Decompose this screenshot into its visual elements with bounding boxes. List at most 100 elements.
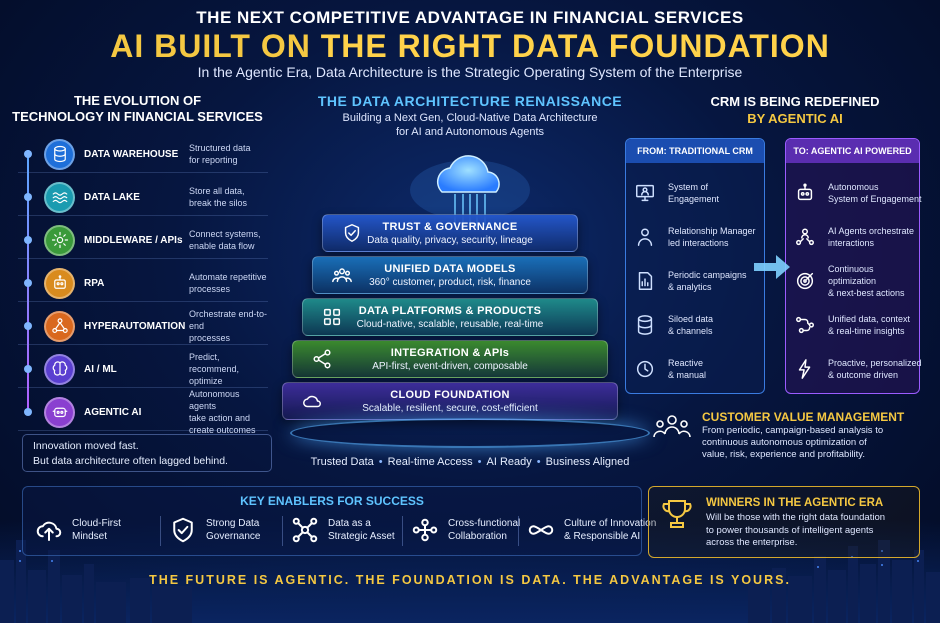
- pillar-label: Business Aligned: [545, 456, 630, 468]
- layer-title: TRUST & GOVERNANCE: [382, 220, 518, 233]
- cvm-line-2: continuous autonomous optimization of: [702, 437, 867, 448]
- evolution-item-description: Store all data, break the silos: [189, 185, 268, 209]
- header-title-part-1: AI BUILT ON: [110, 28, 321, 64]
- evolution-item-name: DATA WAREHOUSE: [84, 148, 179, 160]
- evolution-item-description-line: break the silos: [189, 198, 248, 208]
- layer-title: INTEGRATION & APIs: [390, 346, 510, 359]
- evolution-item-description-line: Predict, recommend,: [189, 352, 240, 374]
- crm-item-line-2: & manual: [668, 370, 707, 380]
- network-icon: [51, 318, 68, 333]
- crm-item-text: Proactive, personalized & outcome driven: [828, 357, 922, 381]
- enabler-line-1: Cloud-First: [72, 518, 121, 529]
- crm-item-line-2: & outcome driven: [828, 370, 899, 380]
- evolution-note-line-2: But data architecture often lagged behin…: [33, 455, 228, 467]
- timeline-dot: [24, 279, 32, 287]
- timeline-dot: [24, 322, 32, 330]
- evolution-item-description-line: Structured data: [189, 143, 251, 153]
- enabler-separator: [282, 516, 283, 546]
- robot-icon: [797, 183, 813, 201]
- clock-icon: [636, 360, 654, 378]
- enabler-line-2: Collaboration: [448, 531, 507, 542]
- evolution-item-name: DATA LAKE: [84, 191, 140, 203]
- crm-item-line-2: & real-time insights: [828, 326, 905, 336]
- trophy-icon: [662, 500, 692, 528]
- crm-item-text: Siloed data & channels: [668, 313, 713, 337]
- pillar-separator: •: [477, 456, 482, 468]
- renaissance-title: THE DATA ARCHITECTURE RENAISSANCE: [317, 93, 623, 109]
- database-icon: [53, 145, 66, 163]
- layer-description: API-first, event-driven, composable: [372, 360, 528, 372]
- pillar-separator: •: [536, 456, 541, 468]
- key-enablers-title: KEY ENABLERS FOR SUCCESS: [240, 494, 424, 508]
- crm-item-line-1: Autonomous: [828, 182, 879, 192]
- cvm-title: CUSTOMER VALUE MANAGEMENT: [702, 410, 905, 424]
- crm-item: Periodic campaigns& analytics: [634, 261, 762, 301]
- document-chart-icon: [638, 272, 653, 290]
- enabler-separator: [518, 516, 519, 546]
- evolution-item-description-line: Store all data,: [189, 186, 245, 196]
- layer-description: 360° customer, product, risk, finance: [369, 276, 531, 288]
- enabler-line-1: Strong Data: [206, 518, 260, 529]
- layer-icon: [341, 222, 363, 244]
- crm-item-line-2: interactions: [828, 238, 875, 248]
- header-title-part-2: THE RIGHT DATA FOUNDATION: [320, 28, 830, 64]
- crm-item: Continuous optimization& next-best actio…: [794, 261, 922, 301]
- pillar-label: AI Ready: [486, 456, 532, 468]
- crm-item-line-2: & channels: [668, 326, 713, 336]
- winners-line-1: Will be those with the right data founda…: [706, 512, 886, 523]
- database-icon: [637, 315, 653, 335]
- evolution-item-description: Predict, recommend, optimize: [189, 351, 268, 387]
- enabler-line-1: Culture of Innovation: [564, 518, 657, 529]
- winners-title: WINNERS IN THE AGENTIC ERA: [706, 497, 884, 509]
- crm-item-line-1: Proactive, personalized: [828, 358, 922, 368]
- layer-title: CLOUD FOUNDATION: [390, 388, 510, 401]
- header-subtitle: In the Agentic Era, Data Architecture is…: [197, 64, 743, 80]
- evolution-item-description-line: optimize: [189, 376, 223, 386]
- layer-title: DATA PLATFORMS & PRODUCTS: [358, 304, 542, 317]
- customer-group-icon: [653, 415, 691, 438]
- gear-icon: [51, 231, 68, 249]
- evolution-item-description-line: processes: [189, 333, 231, 343]
- layer-description: Cloud-native, scalable, reusable, real-t…: [356, 318, 544, 330]
- people-icon: [332, 268, 352, 283]
- crm-item-line-1: Periodic campaigns: [668, 270, 747, 280]
- enabler-text: Culture of Innovation& Responsible AI: [564, 517, 656, 543]
- key-enablers-panel: [22, 486, 642, 556]
- robot-icon: [53, 275, 66, 289]
- shield-icon: [344, 224, 360, 242]
- evolution-icon-badge: [44, 224, 75, 256]
- header-title: AI BUILT ON THE RIGHT DATA FOUNDATION: [0, 28, 940, 65]
- evolution-item-description-line: Automate repetitive: [189, 272, 267, 282]
- crm-item: Proactive, personalized & outcome driven: [794, 349, 922, 389]
- flow-icon: [796, 316, 814, 334]
- enabler-separator: [160, 516, 161, 546]
- enabler-line-2: Mindset: [72, 531, 108, 542]
- enabler-item: Culture of Innovation& Responsible AI: [526, 510, 656, 550]
- timeline-dot: [24, 150, 32, 158]
- team-icon: [412, 518, 438, 542]
- renaissance-subtitle-line-2: for AI and Autonomous Agents: [396, 126, 544, 138]
- target-icon: [796, 272, 814, 290]
- crm-item: Reactive& manual: [634, 349, 762, 389]
- winners-line-3: across the enterprise.: [706, 537, 798, 548]
- evolution-item-name: HYPERAUTOMATION: [84, 320, 186, 332]
- crm-from-header: FROM: TRADITIONAL CRM: [626, 139, 764, 163]
- crm-item-line-1: Siloed data: [668, 314, 714, 324]
- crm-item-line-1: Relationship Manager: [668, 226, 756, 236]
- layer-title: UNIFIED DATA MODELS: [384, 262, 516, 275]
- infinity-icon: [528, 525, 554, 535]
